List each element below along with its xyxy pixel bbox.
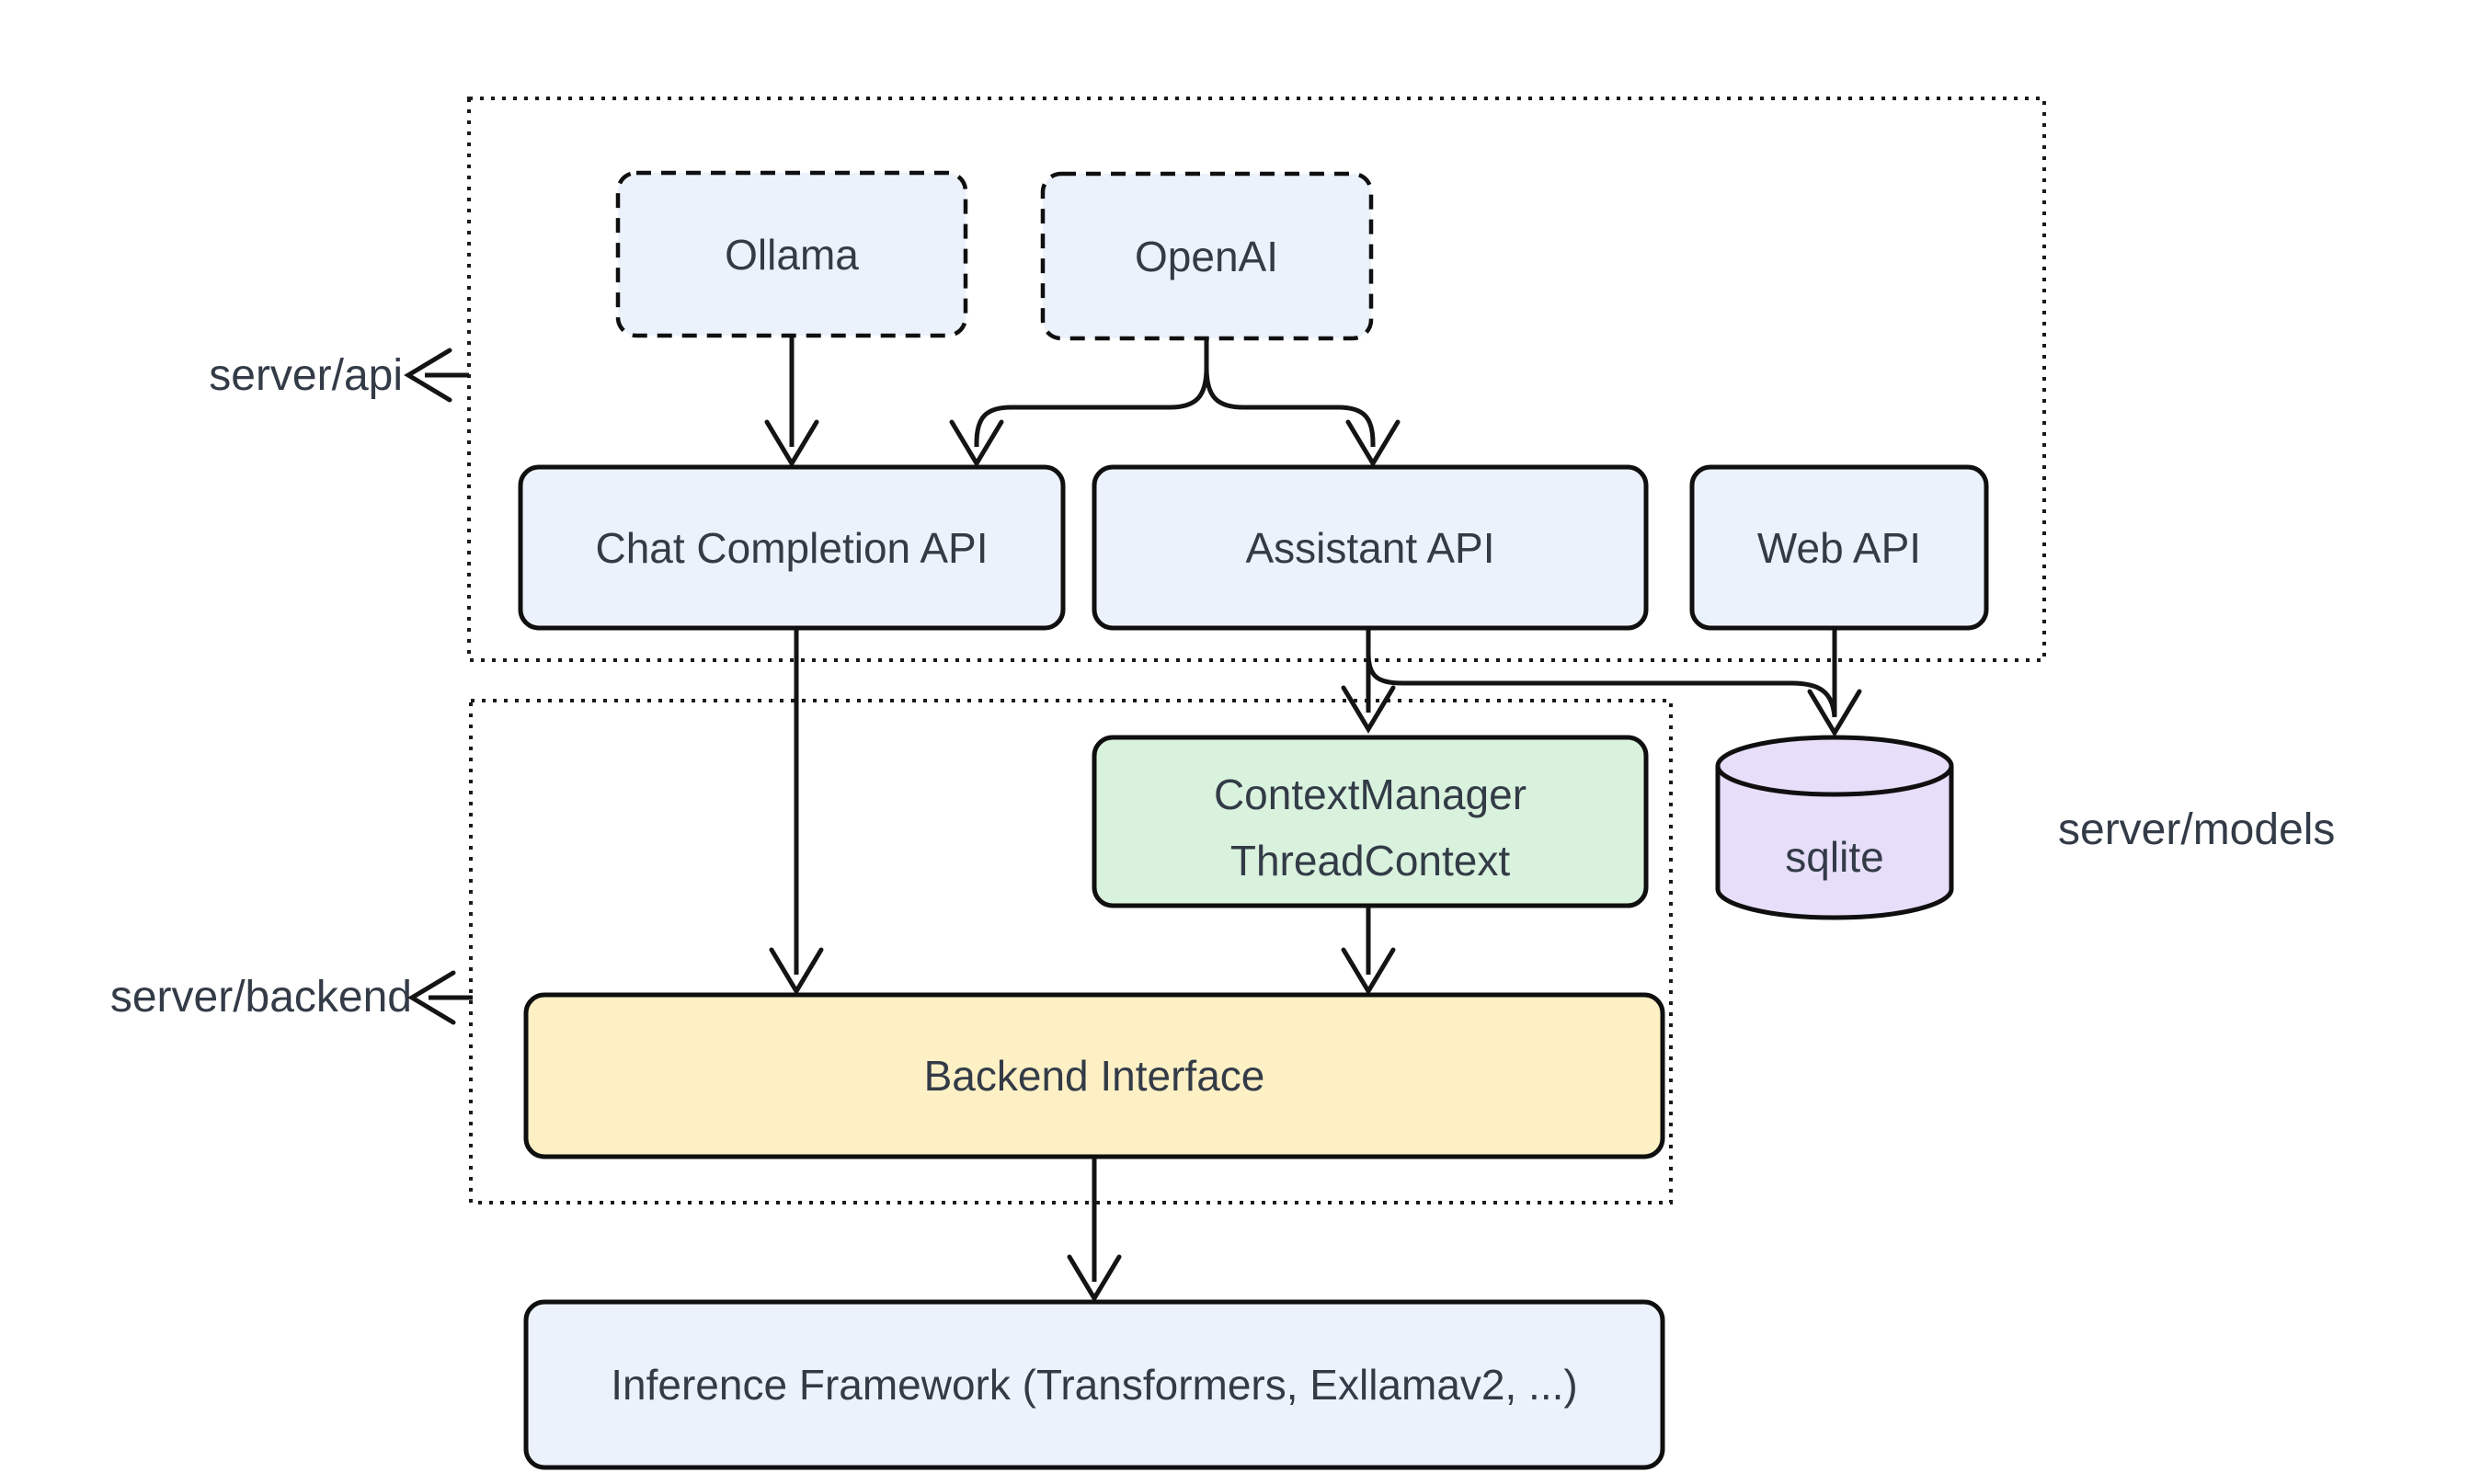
node-assistant-api: Assistant API — [1092, 464, 1649, 631]
backend-interface-label: Backend Interface — [924, 1052, 1265, 1100]
context-manager-box — [1092, 735, 1649, 908]
inference-framework-box — [523, 1299, 1665, 1470]
server-models-label: server/models — [2058, 805, 2335, 854]
web-api-label: Web API — [1757, 524, 1921, 572]
node-sqlite: sqlite — [1715, 735, 1954, 920]
context-manager-label-line2: ThreadContext — [1230, 837, 1510, 885]
chat-completion-api-label: Chat Completion API — [595, 524, 988, 572]
chat-completion-api-box — [518, 464, 1066, 631]
edge-assistant-to-sqlite-branch — [1366, 652, 1837, 718]
server-api-label: server/api — [209, 351, 403, 400]
node-web-api: Web API — [1689, 464, 1989, 631]
container-server-api — [467, 97, 2046, 662]
node-backend-interface: Backend Interface — [523, 992, 1665, 1159]
server-backend-label: server/backend — [110, 973, 412, 1022]
sqlite-cylinder-body — [1715, 766, 1954, 920]
assistant-api-box — [1092, 464, 1649, 631]
assistant-api-label: Assistant API — [1245, 524, 1494, 572]
edge-openai-to-chat-completion — [949, 338, 1209, 468]
ollama-label: Ollama — [725, 231, 859, 279]
node-openai: OpenAI — [1040, 171, 1374, 341]
node-context-manager: ContextManager ThreadContext — [1092, 735, 1649, 908]
inference-framework-label: Inference Framework (Transformers, Exlla… — [611, 1361, 1577, 1409]
sqlite-cylinder-top — [1715, 735, 1954, 797]
context-manager-label-line1: ContextManager — [1214, 771, 1527, 818]
openai-label: OpenAI — [1135, 233, 1278, 280]
ollama-box — [615, 170, 968, 338]
sqlite-label: sqlite — [1785, 833, 1883, 881]
backend-interface-box — [523, 992, 1665, 1159]
web-api-box — [1689, 464, 1989, 631]
node-ollama: Ollama — [615, 170, 968, 338]
node-chat-completion-api: Chat Completion API — [518, 464, 1066, 631]
node-inference-framework: Inference Framework (Transformers, Exlla… — [523, 1299, 1665, 1470]
openai-box — [1040, 171, 1374, 341]
edge-openai-to-assistant — [1204, 367, 1401, 468]
